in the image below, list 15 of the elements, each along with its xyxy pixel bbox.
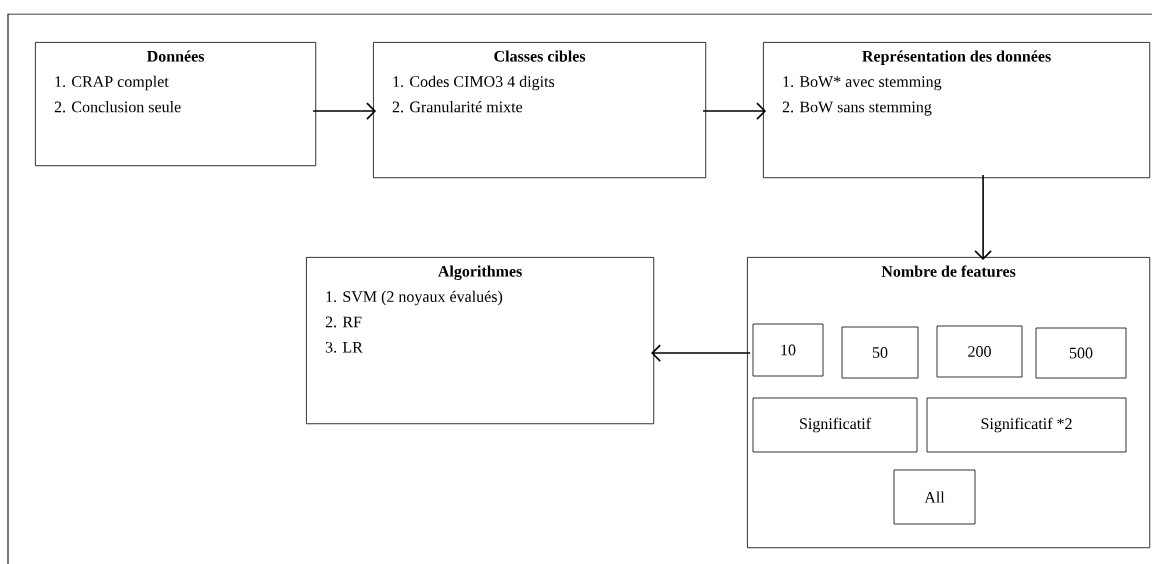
value-box: 500 bbox=[1035, 327, 1127, 379]
process-box: Représentation des données 1. BoW* avec stemming 2. BoW sans stemming bbox=[763, 42, 1151, 179]
arrow bbox=[974, 174, 992, 261]
value-box: 50 bbox=[841, 326, 919, 379]
arrow bbox=[702, 102, 767, 120]
arrow bbox=[312, 102, 377, 120]
value-box: Significatif bbox=[752, 397, 918, 453]
process-box: Algorithmes 1. SVM (2 noyaux évalués) 2. RF 3. LR bbox=[306, 257, 655, 425]
value-box: 200 bbox=[936, 325, 1023, 378]
value-box: Significatif *2 bbox=[926, 397, 1127, 453]
value-box: All bbox=[893, 469, 976, 525]
process-box: Données 1. CRAP complet 2. Conclusion seule bbox=[35, 42, 317, 167]
value-box: 10 bbox=[752, 323, 824, 377]
arrow bbox=[651, 344, 751, 362]
process-box: Classes cibles 1. Codes CIMO3 4 digits 2. Granularité mixte bbox=[373, 42, 707, 179]
